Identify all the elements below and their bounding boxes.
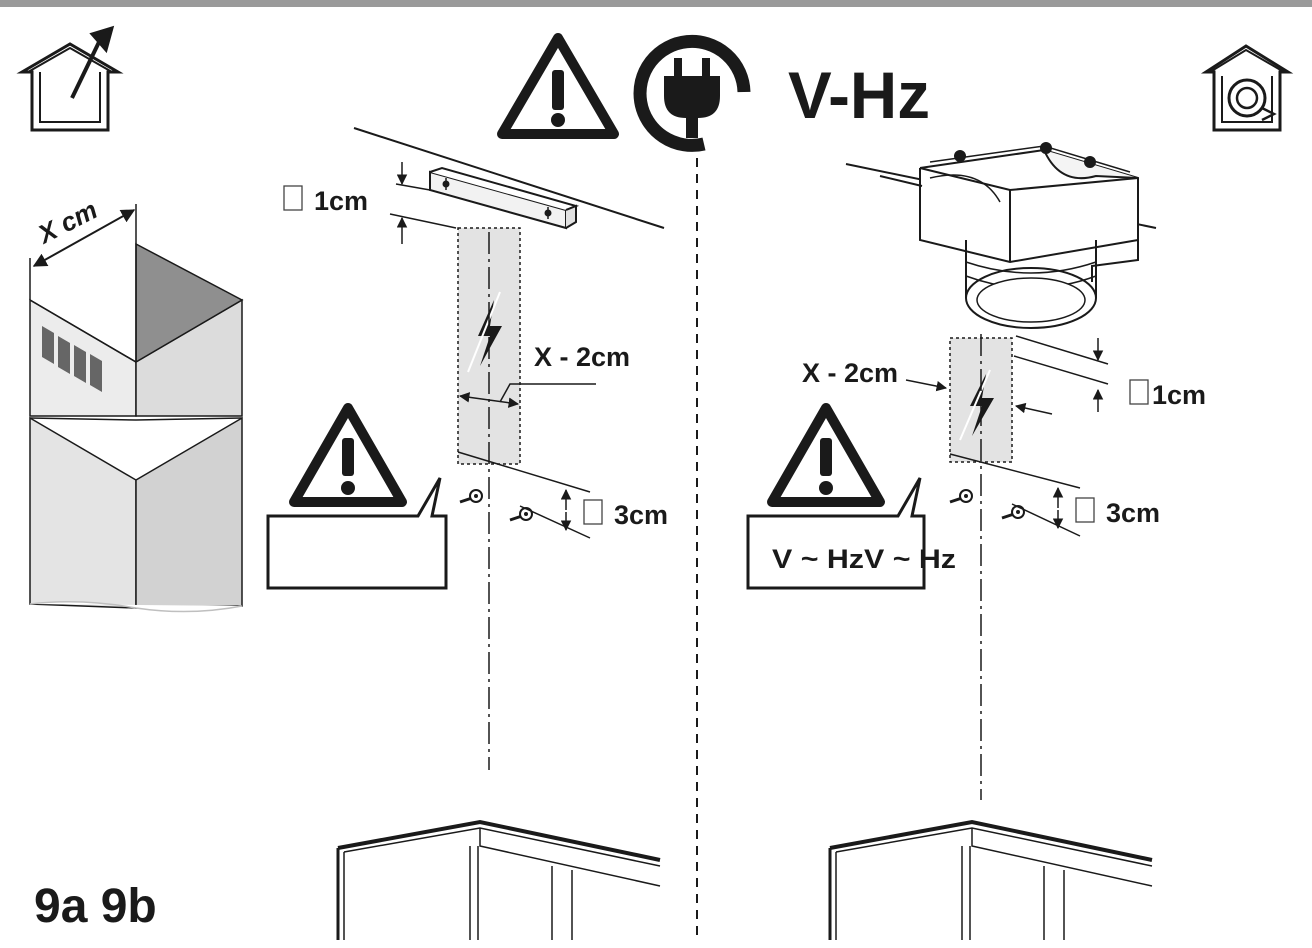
placeholder-glyph xyxy=(1129,379,1149,405)
electrical-symbol-icon xyxy=(970,374,994,436)
wall-screw xyxy=(949,489,973,504)
kitchen-cabinet-right xyxy=(828,819,1153,940)
recirculation-icon xyxy=(1200,44,1294,132)
electrical-symbol-highlight xyxy=(467,291,501,373)
wall-anchor-line xyxy=(879,175,923,187)
bracket-gap-label: 1cm xyxy=(314,186,368,216)
screw-gap-label-right: 3cm xyxy=(1106,498,1160,528)
socket-width-leader-left xyxy=(499,383,596,403)
figure-label: 9a 9b xyxy=(34,880,157,933)
electrical-symbol-icon xyxy=(478,300,502,366)
gap-label-right: 1cm xyxy=(1152,380,1206,410)
mounting-bracket-left xyxy=(429,166,580,230)
warning-icon xyxy=(497,33,619,139)
socket-width-label-right: X - 2cm xyxy=(802,358,898,388)
hood-motor-unit xyxy=(919,142,1139,329)
socket-width-dimension-right xyxy=(905,379,1053,415)
screw-gap-dimension-right xyxy=(949,453,1081,537)
chimney-width-label: X cm xyxy=(31,194,102,250)
bracket-gap-dimension xyxy=(389,162,457,244)
top-border xyxy=(0,0,1312,7)
ducted-exhaust-icon xyxy=(16,25,124,132)
socket-width-label-left: X - 2cm xyxy=(534,342,630,372)
wall-screw xyxy=(459,489,483,504)
kitchen-cabinet-left xyxy=(336,819,661,940)
chimney-illustration xyxy=(29,242,244,613)
warning-callout-left xyxy=(266,403,448,590)
power-rating-label: V-Hz xyxy=(788,58,930,132)
chimney-width-dimension xyxy=(32,209,136,267)
ceiling-line-left xyxy=(353,127,665,229)
screw-gap-label-left: 3cm xyxy=(614,500,668,530)
placeholder-glyph xyxy=(1075,497,1095,523)
gap-dimension-right xyxy=(1013,335,1109,412)
placeholder-glyph xyxy=(283,185,303,211)
chimney-vent-slots xyxy=(42,326,102,392)
electrical-symbol-highlight xyxy=(959,369,991,441)
warning-callout-right xyxy=(746,403,926,590)
placeholder-glyph xyxy=(583,499,603,525)
warning-callout-text-right: V ~ HzV ~ Hz xyxy=(772,544,956,574)
power-plug-icon xyxy=(633,34,751,152)
screw-gap-dimension-left xyxy=(457,451,591,539)
